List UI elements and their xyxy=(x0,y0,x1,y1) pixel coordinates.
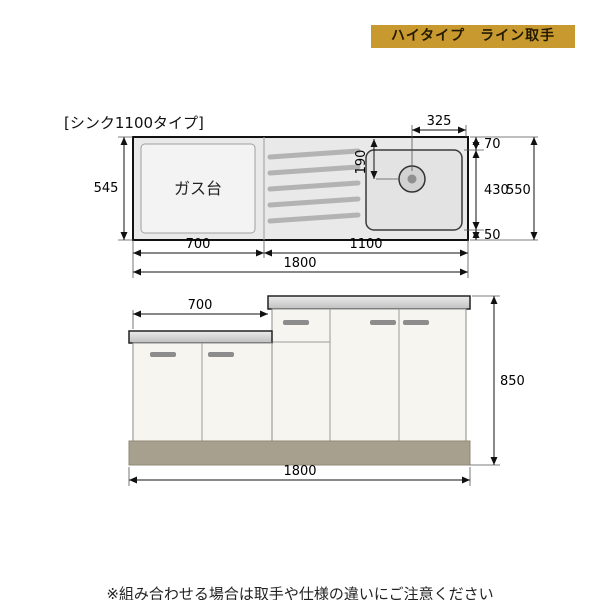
elevation-view: 700 850 1800 xyxy=(128,295,525,486)
drain-groove xyxy=(267,196,361,208)
drainboard-grooves xyxy=(267,148,361,224)
dim-label-70: 70 xyxy=(484,137,501,152)
dim-label-50: 50 xyxy=(484,228,501,243)
dim-label-850: 850 xyxy=(500,374,525,389)
caution-note: ※組み合わせる場合は取手や仕様の違いにご注意ください xyxy=(106,585,494,600)
door-handle xyxy=(403,320,429,325)
dim-label-550: 550 xyxy=(506,183,531,198)
dim-label-430: 430 xyxy=(484,183,509,198)
dim-label-1100: 1100 xyxy=(349,237,382,252)
counter-slab-left xyxy=(128,330,273,344)
door-handle xyxy=(150,352,176,357)
drain-groove xyxy=(267,164,361,176)
drain-groove xyxy=(267,180,361,192)
dim-label-545: 545 xyxy=(94,181,119,196)
faucet-hole-center xyxy=(407,174,417,184)
drawer-handle xyxy=(283,320,309,325)
door-handle xyxy=(370,320,396,325)
toe-kick xyxy=(128,440,471,466)
plan-view: [シンク1100タイプ] ガス台 xyxy=(64,114,538,278)
counter-slab-right xyxy=(267,295,471,310)
dim-label-190: 190 xyxy=(354,150,369,175)
dim-label-700-plan: 700 xyxy=(186,237,211,252)
dim-label-700-elev: 700 xyxy=(188,298,213,313)
drain-groove xyxy=(267,212,361,224)
cabinet-right xyxy=(271,308,467,442)
gas-area-label: ガス台 xyxy=(174,179,222,198)
dim-label-1800-elev: 1800 xyxy=(283,464,316,479)
dim-label-325: 325 xyxy=(427,114,452,129)
type-badge: ハイタイプ ライン取手 xyxy=(371,25,576,48)
elevation-extension-lines xyxy=(128,295,500,486)
plan-title: [シンク1100タイプ] xyxy=(64,114,204,132)
door-handle xyxy=(208,352,234,357)
dim-label-1800-plan: 1800 xyxy=(283,256,316,271)
drain-groove xyxy=(267,148,361,160)
gas-area xyxy=(140,143,256,234)
